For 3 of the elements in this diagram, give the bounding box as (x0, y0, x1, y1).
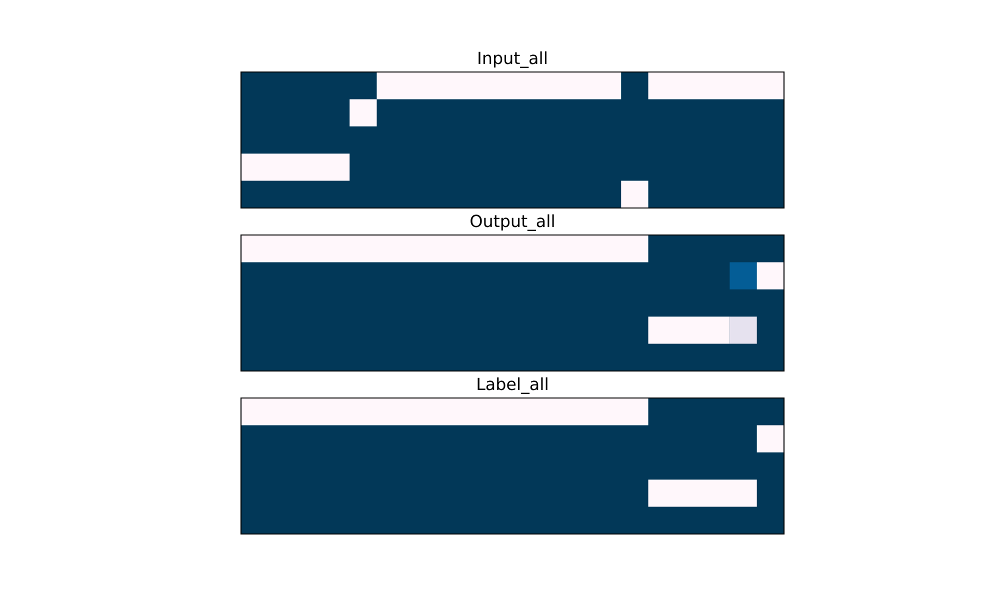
panel-title: Input_all (478, 51, 546, 68)
panel-title: Output_all (470, 214, 554, 231)
panel-title: Label_all (478, 377, 548, 394)
